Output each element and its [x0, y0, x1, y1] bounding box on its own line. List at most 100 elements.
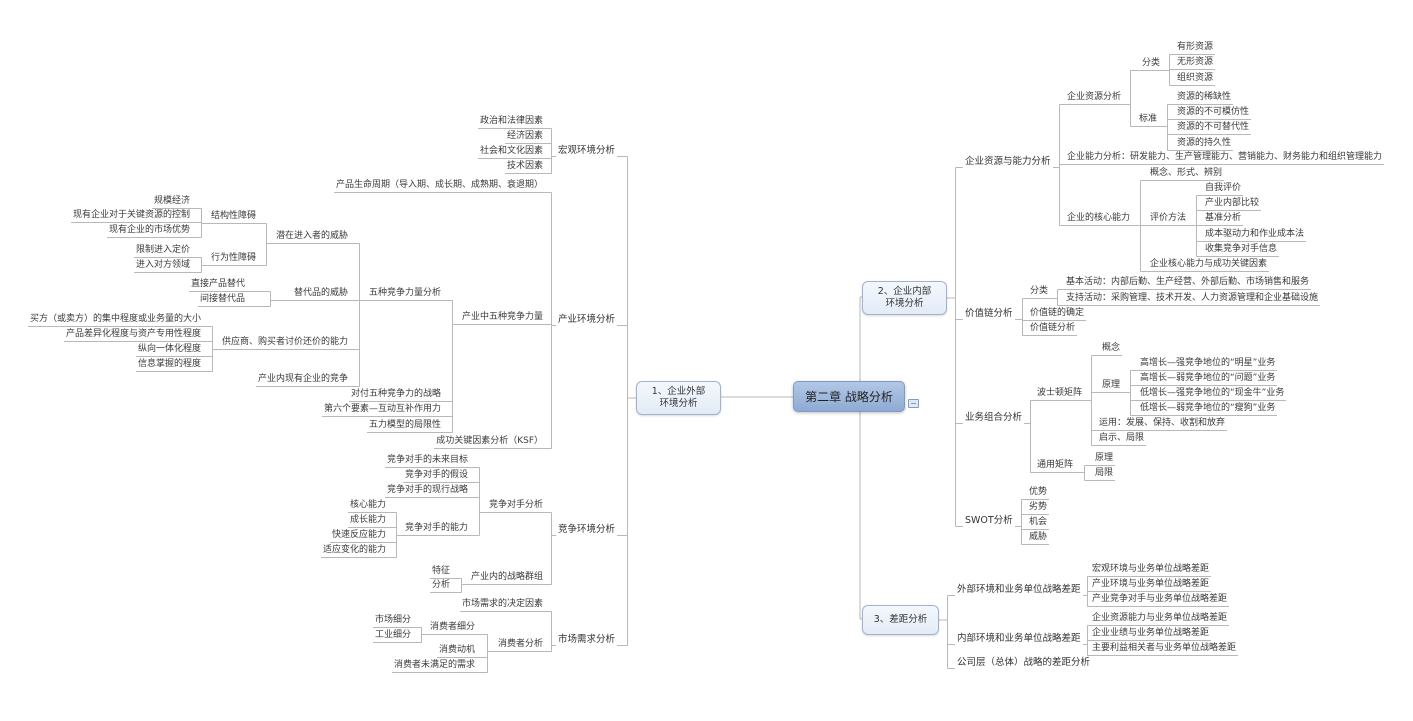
- subtopic-node[interactable]: 规模经济: [151, 196, 192, 209]
- topic-node[interactable]: 企业资源与能力分析: [965, 156, 1051, 167]
- topic-node[interactable]: 竞争环境分析: [557, 524, 615, 535]
- topic-node[interactable]: 公司层（总体）战略的差距分析: [957, 657, 1091, 668]
- topic-node[interactable]: 价值链分析: [965, 308, 1013, 319]
- subtopic-node[interactable]: 第六个要素—互动互补作用力: [321, 404, 443, 417]
- subtopic-node[interactable]: 纵向一体化程度: [135, 344, 203, 357]
- topic-node[interactable]: 外部环境和业务单位战略差距: [957, 584, 1081, 595]
- central-topic[interactable]: 第二章 战略分析: [793, 381, 905, 412]
- subtopic-node[interactable]: 产业环境与业务单位战略差距: [1090, 579, 1212, 592]
- subtopic-node[interactable]: 五力模型的局限性: [366, 420, 443, 433]
- subtopic-node[interactable]: 市场细分: [372, 615, 413, 628]
- subtopic-node[interactable]: 竞争对手的现行战略: [384, 485, 470, 498]
- subtopic-node[interactable]: 消费动机: [436, 645, 477, 658]
- subtopic-node[interactable]: 产业竞争对手与业务单位战略差距: [1090, 594, 1230, 607]
- subtopic-node[interactable]: 概念: [1100, 343, 1123, 356]
- subtopic-node[interactable]: 分类: [1028, 286, 1051, 299]
- subtopic-node[interactable]: 劣势: [1027, 502, 1050, 515]
- note-icon[interactable]: [908, 399, 919, 408]
- subtopic-node[interactable]: 通用矩阵: [1035, 460, 1076, 473]
- topic-node[interactable]: 内部环境和业务单位战略差距: [957, 633, 1081, 644]
- subtopic-node[interactable]: 产品差异化程度与资产专用性程度: [63, 329, 203, 342]
- subtopic-node[interactable]: 宏观环境与业务单位战略差距: [1090, 564, 1212, 577]
- subtopic-node[interactable]: 资源的不可替代性: [1175, 122, 1252, 135]
- subtopic-node[interactable]: 快速反应能力: [329, 530, 388, 543]
- subtopic-node[interactable]: 资源的持久性: [1175, 138, 1234, 151]
- subtopic-node[interactable]: 优势: [1027, 487, 1050, 500]
- subtopic-node[interactable]: 概念、形式、辨别: [1148, 168, 1225, 181]
- subtopic-node[interactable]: 政治和法律因素: [477, 116, 545, 129]
- subtopic-node[interactable]: 结构性障碍: [208, 211, 258, 224]
- subtopic-node[interactable]: 技术因素: [504, 161, 545, 174]
- branch-gap-analysis[interactable]: 3、差距分析: [862, 605, 939, 635]
- subtopic-node[interactable]: 资源的稀缺性: [1175, 92, 1234, 105]
- subtopic-node[interactable]: 限制进入定价: [133, 245, 192, 258]
- subtopic-node[interactable]: 消费者细分: [427, 622, 477, 635]
- subtopic-node[interactable]: 产业中五种竞争力量: [459, 312, 545, 325]
- subtopic-node[interactable]: 产品生命周期（导入期、成长期、成熟期、衰退期）: [333, 180, 545, 193]
- subtopic-node[interactable]: 特征: [429, 566, 452, 579]
- subtopic-node[interactable]: 企业业绩与业务单位战略差距: [1090, 628, 1212, 641]
- subtopic-node[interactable]: 机会: [1027, 517, 1050, 530]
- subtopic-node[interactable]: 威胁: [1027, 532, 1050, 545]
- subtopic-node[interactable]: 高增长—强竞争地位的“明星”业务: [1138, 358, 1278, 371]
- subtopic-node[interactable]: 五种竞争力量分析: [366, 288, 443, 301]
- branch-external-environment[interactable]: 1、企业外部 环境分析: [636, 381, 721, 415]
- subtopic-node[interactable]: 运用：发展、保持、收割和放弃: [1097, 418, 1228, 431]
- subtopic-node[interactable]: 价值链的确定: [1028, 308, 1087, 321]
- subtopic-node[interactable]: 竞争对手的未来目标: [384, 455, 470, 468]
- subtopic-node[interactable]: 消费者分析: [495, 639, 545, 652]
- subtopic-node[interactable]: 低增长—强竞争地位的“现金牛”业务: [1138, 388, 1287, 401]
- subtopic-node[interactable]: 行为性障碍: [208, 253, 258, 266]
- subtopic-node[interactable]: 对付五种竞争力的战略: [348, 389, 443, 402]
- branch-internal-environment[interactable]: 2、企业内部 环境分析: [862, 281, 947, 315]
- subtopic-node[interactable]: 直接产品替代: [188, 279, 247, 292]
- subtopic-node[interactable]: 评价方法: [1148, 213, 1189, 226]
- subtopic-node[interactable]: 成长能力: [347, 515, 388, 528]
- subtopic-node[interactable]: 支持活动：采购管理、技术开发、人力资源管理和企业基础设施: [1064, 293, 1321, 306]
- subtopic-node[interactable]: 主要利益相关者与业务单位战略差距: [1090, 643, 1239, 656]
- subtopic-node[interactable]: 企业核心能力与成功关键因素: [1148, 259, 1270, 272]
- subtopic-node[interactable]: 成本驱动力和作业成本法: [1203, 229, 1307, 242]
- subtopic-node[interactable]: 低增长—弱竞争地位的“瘦狗”业务: [1138, 403, 1278, 416]
- subtopic-node[interactable]: 自我评价: [1203, 183, 1244, 196]
- subtopic-node[interactable]: 企业资源能力与业务单位战略差距: [1090, 613, 1230, 626]
- subtopic-node[interactable]: 竞争对手分析: [486, 500, 545, 513]
- subtopic-node[interactable]: 原理: [1100, 380, 1123, 393]
- subtopic-node[interactable]: 有形资源: [1175, 42, 1216, 55]
- topic-node[interactable]: 业务组合分析: [965, 412, 1023, 423]
- subtopic-node[interactable]: 替代品的威胁: [291, 288, 350, 301]
- subtopic-node[interactable]: 市场需求的决定因素: [459, 599, 545, 612]
- subtopic-node[interactable]: 收集竞争对手信息: [1203, 244, 1280, 257]
- topic-node[interactable]: 产业环境分析: [557, 314, 615, 325]
- subtopic-node[interactable]: 现有企业对于关键资源的控制: [70, 210, 192, 223]
- subtopic-node[interactable]: 社会和文化因素: [477, 146, 545, 159]
- subtopic-node[interactable]: 工业细分: [372, 630, 413, 643]
- subtopic-node[interactable]: 企业能力分析：研发能力、生产管理能力、营销能力、财务能力和组织管理能力: [1065, 152, 1385, 165]
- subtopic-node[interactable]: 组织资源: [1175, 73, 1216, 86]
- subtopic-node[interactable]: 信息掌握的程度: [135, 359, 203, 372]
- subtopic-node[interactable]: 无形资源: [1175, 57, 1216, 70]
- subtopic-node[interactable]: 启示、局限: [1097, 433, 1147, 446]
- subtopic-node[interactable]: 高增长—弱竞争地位的“问题”业务: [1138, 373, 1278, 386]
- subtopic-node[interactable]: 经济因素: [504, 131, 545, 144]
- subtopic-node[interactable]: 竞争对手的假设: [402, 470, 470, 483]
- topic-node[interactable]: SWOT分析: [965, 515, 1013, 526]
- subtopic-node[interactable]: 产业内部比较: [1203, 198, 1262, 211]
- topic-node[interactable]: 市场需求分析: [557, 634, 615, 645]
- subtopic-node[interactable]: 供应商、购买者讨价还价的能力: [219, 337, 350, 350]
- subtopic-node[interactable]: 产业内的战略群组: [468, 572, 545, 585]
- subtopic-node[interactable]: 局限: [1093, 468, 1116, 481]
- subtopic-node[interactable]: 产业内现有企业的竞争: [255, 374, 350, 387]
- topic-node[interactable]: 宏观环境分析: [557, 145, 615, 156]
- subtopic-node[interactable]: 竞争对手的能力: [402, 523, 470, 536]
- subtopic-node[interactable]: 分类: [1140, 58, 1163, 71]
- subtopic-node[interactable]: 潜在进入者的威胁: [273, 231, 350, 244]
- subtopic-node[interactable]: 企业资源分析: [1065, 92, 1124, 105]
- subtopic-node[interactable]: 现有企业的市场优势: [106, 225, 192, 238]
- subtopic-node[interactable]: 分析: [429, 580, 452, 593]
- subtopic-node[interactable]: 适应变化的能力: [320, 545, 388, 558]
- subtopic-node[interactable]: 基本活动：内部后勤、生产经营、外部后勤、市场销售和服务: [1064, 277, 1312, 290]
- subtopic-node[interactable]: 核心能力: [347, 500, 388, 513]
- subtopic-node[interactable]: 买方（或卖方）的集中程度或业务量的大小: [27, 314, 203, 327]
- subtopic-node[interactable]: 消费者未满足的需求: [391, 660, 477, 673]
